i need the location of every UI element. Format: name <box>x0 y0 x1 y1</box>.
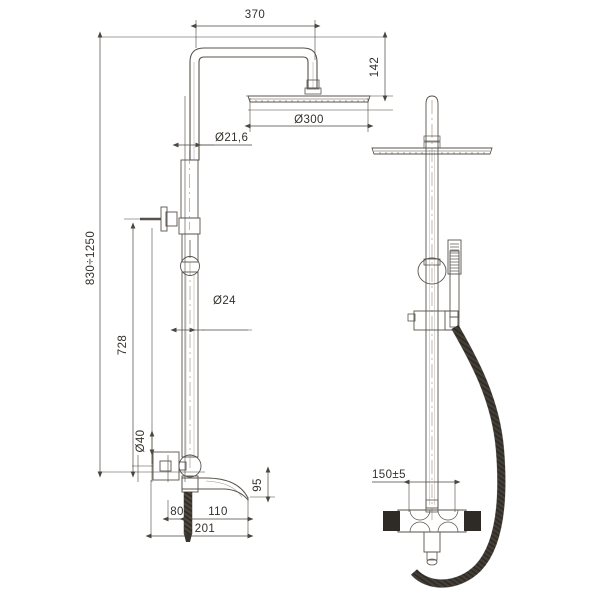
dim-inlet-centers: 150±5 <box>372 469 461 512</box>
flexible-hose-stub <box>183 491 193 542</box>
dim-label-head-height: 142 <box>369 57 381 77</box>
dim-inlet-offset: 80 <box>162 506 191 522</box>
front-rain-shower-head <box>371 95 493 155</box>
front-shower-head-nozzles <box>379 152 485 154</box>
dim-flange-diameter: Ø40 <box>135 430 155 464</box>
dim-arm-reach: 370 <box>190 9 321 29</box>
dim-label-head-diameter: Ø300 <box>294 114 324 126</box>
valve-handle-left <box>383 511 400 531</box>
riser-pipe <box>178 150 201 470</box>
thermostatic-mixer-valve <box>132 451 202 481</box>
front-thermostatic-valve <box>383 499 481 566</box>
dim-head-diameter: Ø300 <box>244 98 374 132</box>
dim-label-rail-length: 728 <box>117 335 129 355</box>
shower-arm <box>189 47 318 161</box>
dim-riser-lower-diameter: Ø24 <box>170 295 248 333</box>
dim-label-total-height: 830÷1250 <box>85 231 97 285</box>
hand-shower-slider <box>180 240 200 276</box>
shower-head-nozzles <box>255 100 365 102</box>
dim-riser-upper-diameter: Ø21,6 <box>172 132 252 148</box>
dim-label-inlet-centers: 150±5 <box>372 469 406 481</box>
valve-handle-right <box>464 511 481 531</box>
shower-head-connector <box>304 79 322 95</box>
front-riser-pipe <box>425 100 439 520</box>
dim-label-spout-drop: 95 <box>252 478 264 492</box>
dim-label-overall-projection: 201 <box>195 523 215 535</box>
rain-shower-head <box>247 95 371 103</box>
hand-shower <box>447 239 462 328</box>
dim-label-flange-diameter: Ø40 <box>135 430 147 453</box>
bath-spout <box>181 475 249 502</box>
dim-total-height: 830÷1250 <box>85 31 103 478</box>
dim-label-riser-lower-diameter: Ø24 <box>213 295 236 307</box>
dim-head-height: 142 <box>369 31 388 102</box>
wall-mount-bracket <box>124 206 178 232</box>
dim-label-inlet-offset: 80 <box>170 506 184 518</box>
dim-spout-drop: 95 <box>252 466 271 503</box>
dim-label-arm-reach: 370 <box>245 9 265 21</box>
hand-shower-nozzle-grid <box>450 243 459 272</box>
dim-rail-length: 728 <box>117 222 136 478</box>
side-elevation-view: 370 142 Ø300 Ø21,6 Ø24 <box>85 9 393 542</box>
front-slider-ring <box>417 257 447 285</box>
front-elevation-view: 150±5 <box>371 95 506 588</box>
extension-lines <box>100 20 393 498</box>
dim-overall-projection: 201 <box>145 480 254 539</box>
dim-label-riser-upper-diameter: Ø21,6 <box>215 132 248 144</box>
dim-label-spout-projection: 110 <box>208 506 228 518</box>
hand-shower-bracket <box>407 310 459 331</box>
flexible-hose <box>410 324 506 588</box>
dim-spout-projection: 110 <box>179 506 254 522</box>
